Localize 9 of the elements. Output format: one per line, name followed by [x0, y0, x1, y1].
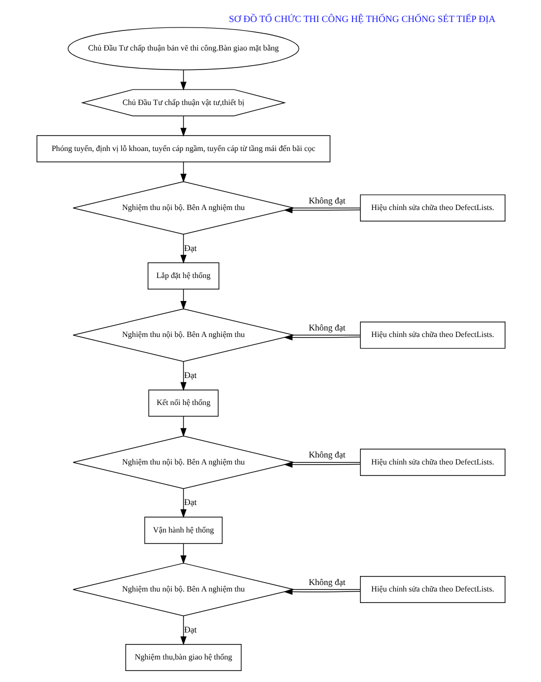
edge-label: Đạt — [184, 370, 196, 380]
edge-label: Đạt — [184, 624, 196, 634]
edge-label: Không đạt — [308, 195, 345, 206]
edge-label: Đạt — [184, 242, 196, 253]
edge-label: Đạt — [184, 497, 196, 508]
edge-label: Không đạt — [308, 576, 345, 587]
diagram-title: SƠ ĐỒ TỔ CHỨC THI CÔNG HỆ THỐNG CHỐNG SÉT TIẾP ĐỊA — [228, 14, 495, 25]
edge-label: Không đạt — [308, 450, 345, 460]
edge-label: Không đạt — [308, 322, 345, 332]
